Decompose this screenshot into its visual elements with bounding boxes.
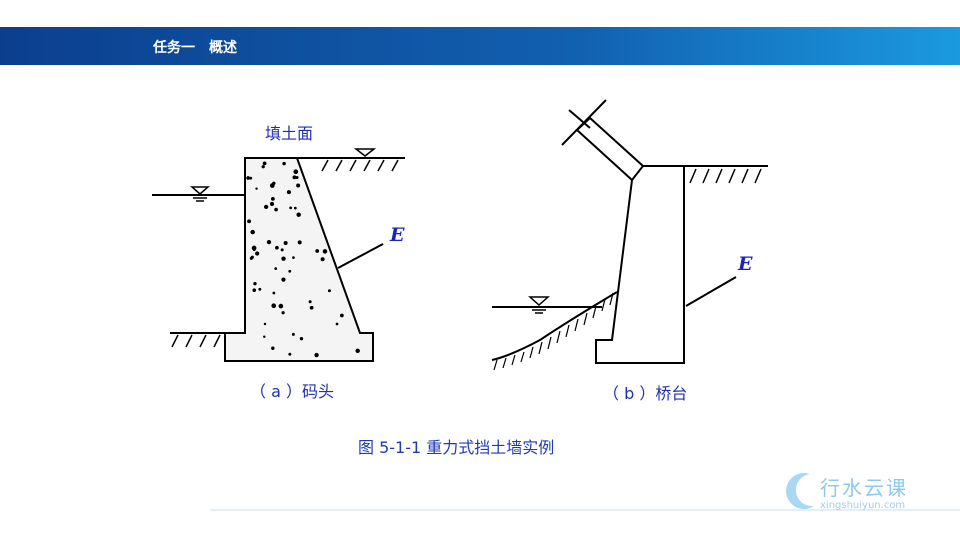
- aggregate-dot: [261, 165, 265, 169]
- aggregate-dot: [281, 256, 286, 261]
- aggregate-dot: [271, 197, 275, 201]
- aggregate-dot: [289, 206, 293, 210]
- section-title: 任务一 概述: [153, 40, 237, 56]
- water-level-icon: [528, 296, 550, 314]
- aggregate-dot: [335, 322, 339, 326]
- aggregate-dot: [271, 303, 277, 309]
- aggregate-dot: [258, 287, 262, 291]
- aggregate-dot: [295, 176, 299, 180]
- aggregate-dot: [340, 313, 344, 318]
- aggregate-dot: [250, 229, 255, 235]
- aggregate-dot: [280, 248, 284, 252]
- ground-hatch: [171, 159, 399, 348]
- aggregate-dot: [292, 175, 297, 180]
- aggregate-dot: [274, 267, 278, 271]
- aggregate-dot: [266, 239, 272, 245]
- caption-a: （ a ）码头: [250, 382, 334, 401]
- wave-logo-icon: [786, 472, 814, 509]
- aggregate-dot: [293, 169, 299, 175]
- aggregate-dot: [297, 240, 302, 245]
- concrete-aggregate: [246, 161, 360, 358]
- aggregate-dot: [309, 305, 314, 310]
- aggregate-dot: [293, 206, 297, 210]
- aggregate-dot: [250, 255, 254, 259]
- aggregate-dot: [263, 322, 267, 326]
- aggregate-dot: [251, 245, 257, 251]
- aggregate-dot: [291, 332, 295, 336]
- logo-name: 行水云课: [820, 476, 908, 500]
- aggregate-dot: [327, 289, 331, 293]
- slope-ground: [491, 291, 618, 361]
- aggregate-dot: [247, 219, 251, 224]
- caption-prefix: 图: [358, 438, 380, 457]
- aggregate-dot: [255, 251, 260, 256]
- aggregate-dot: [320, 257, 325, 262]
- aggregate-dot: [282, 161, 286, 166]
- force-label-a: E: [390, 224, 405, 246]
- aggregate-dot: [308, 300, 312, 304]
- aggregate-dot: [246, 176, 250, 180]
- aggregate-dot: [271, 346, 275, 350]
- figure-number: 5-1-1: [379, 438, 422, 457]
- force-arrow: [337, 243, 384, 269]
- aggregate-dot: [281, 277, 286, 282]
- fill-level-icon: [353, 148, 377, 157]
- aggregate-dot: [262, 161, 267, 166]
- aggregate-dot: [296, 183, 301, 188]
- logo: 行水云课 xingshuiyun.com: [780, 468, 950, 518]
- bridge-slab: [575, 116, 644, 181]
- aggregate-dot: [275, 245, 279, 250]
- aggregate-dot: [255, 187, 258, 190]
- force-arrow: [685, 276, 737, 307]
- aggregate-dot: [283, 241, 288, 246]
- diagram-a-wharf: [152, 148, 405, 362]
- aggregate-dot: [288, 269, 292, 273]
- aggregate-dot: [272, 291, 276, 295]
- aggregate-dot: [288, 352, 292, 356]
- aggregate-dot: [263, 204, 269, 210]
- aggregate-dot: [315, 249, 320, 253]
- aggregate-dot: [281, 311, 285, 315]
- aggregate-dot: [274, 207, 278, 212]
- aggregate-dot: [263, 335, 266, 338]
- force-label-b: E: [738, 253, 753, 275]
- aggregate-dot: [296, 212, 301, 217]
- aggregate-dot: [253, 281, 257, 286]
- aggregate-dot: [272, 181, 276, 185]
- figure-caption: 图 5-1-1 重力式挡土墙实例: [358, 436, 593, 460]
- footer-divider: [210, 509, 960, 511]
- header-bar: 任务一 概述: [0, 27, 960, 65]
- aggregate-dot: [278, 303, 284, 309]
- aggregate-dot: [355, 348, 360, 354]
- aggregate-dot: [299, 336, 304, 341]
- aggregate-dot: [269, 201, 275, 206]
- logo-url: xingshuiyun.com: [820, 500, 906, 511]
- caption-text: 重力式挡土墙实例: [421, 438, 555, 457]
- aggregate-dot: [286, 190, 291, 195]
- aggregate-dot: [252, 288, 257, 292]
- aggregate-dot: [322, 249, 328, 254]
- diagram-b-abutment: [491, 99, 768, 371]
- water-level-icon: [190, 186, 210, 202]
- aggregate-dot: [314, 352, 319, 358]
- fill-surface-label: 填土面: [265, 124, 314, 143]
- aggregate-dot: [249, 176, 253, 180]
- aggregate-dot: [292, 256, 295, 259]
- wall-body: [224, 157, 374, 362]
- caption-b: （ b ）桥台: [603, 384, 688, 403]
